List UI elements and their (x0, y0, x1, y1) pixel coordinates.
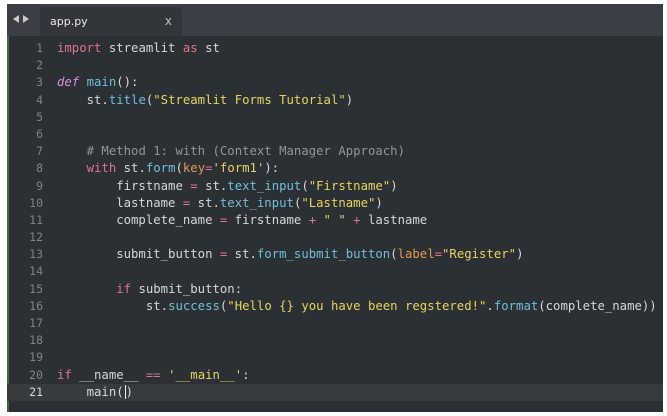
line-text[interactable]: import streamlit as st (57, 41, 220, 55)
code-line[interactable]: 12 (7, 229, 663, 246)
line-number: 13 (29, 247, 43, 262)
line-number: 6 (36, 126, 43, 141)
text-cursor (124, 385, 126, 400)
back-forward-arrows-icon[interactable] (13, 12, 37, 26)
line-number: 18 (29, 333, 43, 348)
line-number: 1 (36, 41, 43, 55)
line-number: 2 (36, 58, 43, 73)
close-icon[interactable]: x (164, 14, 172, 28)
line-number: 11 (29, 212, 43, 227)
line-text[interactable]: complete_name = firstname + " " + lastna… (57, 212, 428, 227)
line-number: 16 (29, 298, 43, 313)
line-number: 15 (29, 281, 43, 296)
line-number: 20 (29, 367, 43, 382)
line-text[interactable]: with st.form(key='form1'): (86, 161, 280, 176)
code-line[interactable]: 6 (7, 126, 663, 143)
code-line[interactable]: 10 lastname = st.text_input("Lastname") (7, 195, 663, 212)
forward-arrow-icon[interactable] (23, 15, 29, 23)
line-text[interactable]: def main(): (57, 75, 139, 90)
code-line[interactable]: 3 def main(): (7, 74, 663, 91)
line-number: 12 (29, 230, 43, 245)
code-editor[interactable]: 1 import streamlit as st 2 3 def main(): 4 st… (7, 36, 663, 412)
tab-filename: app.py (50, 15, 88, 28)
line-number-gutter (7, 36, 49, 412)
line-number: 8 (36, 161, 43, 176)
code-line[interactable]: 21 main() (7, 383, 663, 401)
back-arrow-icon[interactable] (13, 15, 19, 23)
line-text[interactable]: if __name__ == '__main__': (57, 367, 250, 382)
code-line[interactable]: 17 (7, 315, 663, 332)
line-text[interactable]: submit_button = st.form_submit_button(la… (57, 247, 524, 262)
line-number: 17 (29, 316, 43, 330)
code-line[interactable]: 7 # Method 1: with (Context Manager Appr… (7, 143, 663, 160)
line-text[interactable]: lastname = st.text_input("Lastname") (57, 195, 383, 210)
line-number: 4 (36, 92, 43, 107)
line-number: 7 (36, 144, 43, 159)
code-line[interactable]: 16 st.success("Hello {} you have been re… (7, 298, 663, 315)
code-line[interactable]: 19 (7, 349, 663, 366)
line-text[interactable]: st.success("Hello {} you have been regst… (57, 298, 657, 313)
tab-bar: app.py x (7, 4, 663, 36)
line-text[interactable]: main() (57, 384, 134, 400)
code-line[interactable]: 13 submit_button = st.form_submit_button… (7, 246, 663, 263)
code-line[interactable]: 4 st.title("Streamlit Forms Tutorial") (7, 92, 663, 109)
code-line[interactable]: 20 if __name__ == '__main__': (7, 367, 663, 384)
line-text[interactable]: # Method 1: with (Context Manager Approa… (86, 144, 405, 159)
line-number: 5 (36, 109, 43, 124)
code-line[interactable]: 14 (7, 263, 663, 280)
code-line[interactable]: 5 (7, 109, 663, 126)
line-number: 19 (29, 350, 43, 365)
code-line[interactable]: 11 complete_name = firstname + " " + las… (7, 212, 663, 229)
code-line[interactable]: 15 if submit_button: (7, 281, 663, 298)
line-number: 9 (36, 178, 43, 193)
tab-app-py[interactable]: app.py x (40, 7, 182, 36)
code-line[interactable]: 1 import streamlit as st (7, 40, 663, 57)
line-number: 10 (29, 195, 43, 210)
line-number: 21 (29, 384, 43, 399)
line-text[interactable]: st.title("Streamlit Forms Tutorial") (57, 92, 354, 107)
code-line[interactable]: 9 firstname = st.text_input("Firstname") (7, 178, 663, 195)
editor-window: app.py x 1 import streamlit as st 2 3 def ma… (7, 4, 663, 412)
line-number: 14 (29, 264, 43, 279)
code-area[interactable]: 1 import streamlit as st 2 3 def main(): 4 st… (7, 40, 663, 401)
modified-lines-marker (7, 36, 9, 412)
code-line[interactable]: 18 (7, 332, 663, 349)
line-number: 3 (36, 75, 43, 90)
line-text[interactable]: firstname = st.text_input("Firstname") (57, 178, 398, 193)
code-line[interactable]: 8 with st.form(key='form1'): (7, 160, 663, 177)
line-text[interactable]: if submit_button: (116, 281, 243, 296)
code-line[interactable]: 2 (7, 57, 663, 74)
